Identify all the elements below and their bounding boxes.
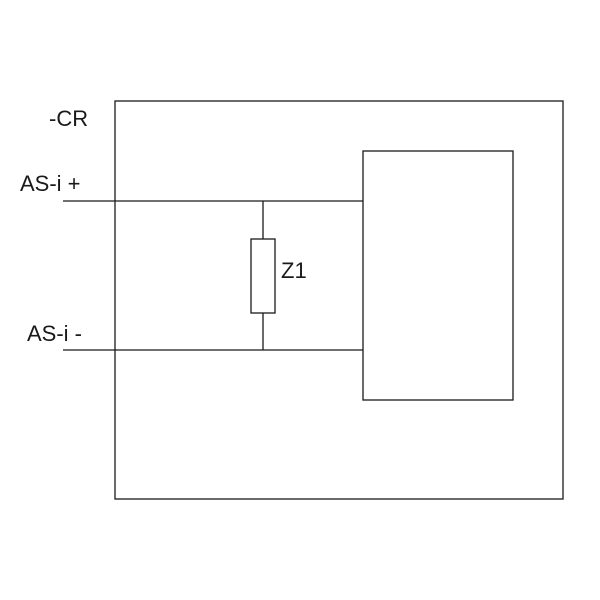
device-tag-label: -CR <box>49 106 88 131</box>
resistor-z1 <box>250 238 276 314</box>
resistor-label: Z1 <box>281 258 307 283</box>
as-i-plus-label: AS-i + <box>20 171 81 196</box>
device-enclosure <box>114 100 564 500</box>
module-box <box>362 150 514 401</box>
as-i-minus-label: AS-i - <box>27 321 82 346</box>
